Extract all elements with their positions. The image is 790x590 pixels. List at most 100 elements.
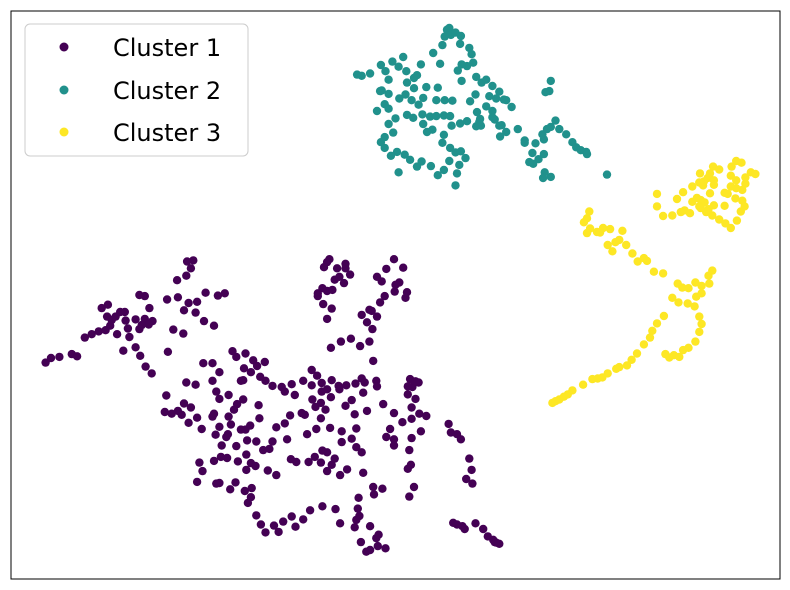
point-cluster-1-99	[405, 492, 414, 501]
point-cluster-3-42	[705, 279, 714, 288]
point-cluster-2-66	[380, 132, 389, 142]
point-cluster-3-63	[618, 226, 627, 235]
point-cluster-1-98	[409, 482, 419, 492]
point-cluster-1-161	[215, 394, 224, 404]
point-cluster-1-65	[312, 371, 322, 380]
point-cluster-2-55	[439, 165, 449, 175]
point-cluster-1-182	[233, 457, 243, 466]
point-cluster-2-18	[456, 31, 466, 41]
point-cluster-1-4	[72, 352, 82, 361]
point-cluster-2-53	[455, 160, 464, 170]
point-cluster-1-132	[291, 522, 300, 531]
point-cluster-1-248	[399, 263, 408, 272]
point-cluster-1-150	[195, 458, 204, 467]
point-cluster-2-78	[422, 127, 432, 137]
point-cluster-3-26	[684, 343, 693, 352]
point-cluster-3-43	[691, 278, 700, 287]
legend-label-cluster-3: Cluster 3	[113, 119, 221, 147]
point-cluster-1-79	[350, 410, 359, 419]
point-cluster-1-213	[297, 408, 306, 418]
point-cluster-1-185	[209, 409, 219, 418]
point-cluster-1-48	[241, 349, 250, 358]
point-cluster-1-280	[456, 435, 466, 444]
point-cluster-1-215	[268, 437, 277, 446]
point-cluster-1-144	[231, 478, 240, 487]
point-cluster-2-81	[407, 96, 416, 105]
point-cluster-1-16	[141, 362, 150, 371]
point-cluster-1-111	[369, 482, 378, 492]
point-cluster-2-11	[429, 48, 438, 58]
point-cluster-2-33	[507, 102, 516, 112]
point-cluster-1-14	[131, 343, 140, 352]
point-cluster-1-7	[94, 327, 103, 336]
point-cluster-1-274	[369, 356, 378, 366]
point-cluster-1-209	[321, 405, 330, 414]
point-cluster-1-171	[192, 413, 202, 422]
point-cluster-1-15	[136, 351, 145, 360]
point-cluster-3-104	[741, 179, 750, 188]
point-cluster-1-34	[184, 298, 193, 308]
point-cluster-2-75	[439, 111, 449, 120]
point-cluster-2-20	[465, 43, 474, 53]
point-cluster-1-176	[252, 437, 261, 446]
point-cluster-1-54	[239, 364, 249, 373]
point-cluster-3-14	[627, 355, 636, 364]
point-cluster-2-56	[433, 171, 442, 180]
point-cluster-3-107	[726, 182, 735, 191]
point-cluster-3-118	[652, 202, 662, 211]
point-cluster-1-228	[352, 424, 361, 433]
legend-marker-cluster-1	[59, 42, 69, 52]
point-cluster-1-167	[191, 380, 200, 389]
point-cluster-1-151	[209, 456, 219, 466]
point-cluster-2-98	[485, 92, 494, 101]
series-cluster-1	[41, 255, 504, 556]
point-cluster-3-28	[695, 327, 704, 337]
point-cluster-2-24	[457, 60, 466, 69]
point-cluster-1-235	[346, 334, 356, 343]
point-cluster-3-55	[603, 240, 612, 250]
point-cluster-1-106	[352, 443, 361, 452]
point-cluster-1-108	[335, 470, 345, 480]
point-cluster-1-187	[229, 405, 239, 414]
point-cluster-1-43	[186, 264, 196, 273]
point-cluster-1-226	[325, 423, 335, 433]
point-cluster-1-88	[411, 377, 420, 386]
point-cluster-1-234	[336, 337, 346, 346]
point-cluster-1-207	[312, 424, 321, 434]
point-cluster-1-164	[215, 368, 224, 377]
point-cluster-1-261	[327, 304, 336, 313]
point-cluster-1-17	[147, 369, 156, 378]
point-cluster-1-272	[372, 312, 382, 321]
point-cluster-3-20	[659, 311, 669, 321]
point-cluster-1-275	[403, 382, 412, 391]
point-cluster-2-96	[465, 97, 475, 106]
point-cluster-1-64	[307, 365, 316, 375]
point-cluster-2-79	[419, 119, 428, 129]
point-cluster-1-259	[319, 263, 329, 272]
point-cluster-1-165	[208, 359, 217, 368]
point-cluster-3-29	[697, 319, 706, 329]
point-cluster-1-211	[308, 395, 317, 404]
point-cluster-3-34	[668, 293, 677, 302]
point-cluster-3-99	[705, 169, 715, 178]
point-cluster-1-300	[137, 320, 146, 330]
point-cluster-1-283	[462, 474, 471, 484]
point-cluster-3-19	[652, 319, 662, 328]
point-cluster-3-98	[695, 169, 705, 178]
point-cluster-3-23	[661, 349, 670, 359]
point-cluster-2-69	[391, 114, 400, 123]
point-cluster-1-92	[422, 411, 431, 421]
point-cluster-2-52	[461, 153, 470, 163]
point-cluster-2-139	[412, 71, 422, 80]
legend-label-cluster-1: Cluster 1	[113, 34, 221, 62]
point-cluster-1-60	[280, 387, 289, 396]
point-cluster-2-3	[381, 67, 390, 76]
point-cluster-1-242	[375, 298, 385, 307]
point-cluster-2-72	[418, 110, 427, 119]
point-cluster-1-22	[131, 315, 140, 324]
point-cluster-1-153	[232, 441, 241, 451]
point-cluster-2-137	[432, 96, 441, 105]
point-cluster-1-45	[201, 288, 210, 297]
point-cluster-3-13	[622, 361, 632, 370]
point-cluster-1-2	[55, 352, 64, 362]
